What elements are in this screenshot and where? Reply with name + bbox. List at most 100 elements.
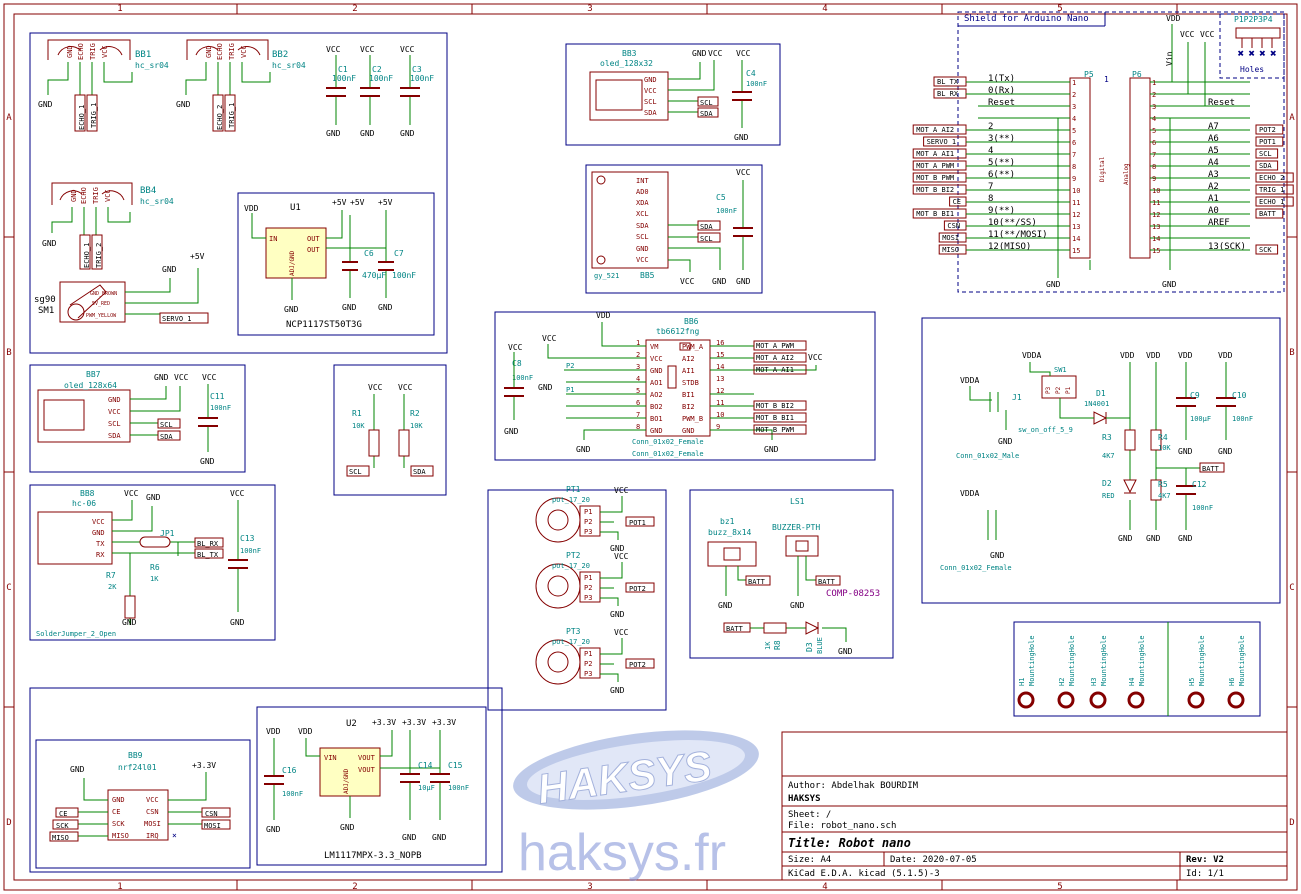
svg-text:oled_128x64: oled_128x64 [64,381,117,390]
svg-text:hc-06: hc-06 [72,499,96,508]
title-block: Author: Abdelhak BOURDIM HAKSYS Sheet: /… [781,731,1288,881]
svg-text:CSN: CSN [146,808,159,816]
svg-text:+5V: +5V [332,198,347,207]
pin-label: 7 [988,182,993,192]
net-label-box [1255,124,1284,135]
svg-text:R1: R1 [352,409,362,418]
pin-number: 13 [1152,223,1160,231]
net-label: BATT [818,578,836,586]
net-label: MOT_B_BI2 [756,402,794,410]
col-label: 5 [1057,4,1062,14]
svg-text:GND: GND [764,445,779,454]
wire [614,562,623,579]
net-label: MOT_B_BI1 [916,210,954,218]
pin-number: 2 [636,351,640,359]
svg-text:R7: R7 [106,571,116,580]
svg-text:VDD: VDD [298,727,313,736]
svg-text:VDD: VDD [1120,351,1135,360]
row-label: B [6,348,11,358]
col-label: 3 [587,4,592,14]
rev: Rev: V2 [1186,855,1224,865]
pin-label: P1 [584,650,592,658]
net-label: SDA [160,433,173,441]
hole-value: MountingHole [1198,635,1206,686]
svg-text:+5V: +5V [350,198,365,207]
pin-number: 13 [1072,223,1080,231]
svg-text:TRIG: TRIG [89,43,97,60]
net-label: POT2 [629,661,646,669]
ref-label: PT2 [566,551,581,560]
net-label: MOT_A_AI2 [916,126,954,134]
svg-text:GND: GND [790,601,805,610]
svg-text:VOUT: VOUT [358,766,376,774]
regulator-u2: U2 VIN VOUT VOUT ADJ/GND VDD VDD +3.3V +… [264,718,469,861]
svg-text:VCC: VCC [360,45,375,54]
col-label: 2 [352,4,357,14]
svg-text:C1: C1 [338,65,348,74]
value-label: SM1 [38,306,54,316]
pin-number: 11 [1072,199,1080,207]
svg-text:SolderJumper_2_Open: SolderJumper_2_Open [36,630,116,638]
net-label: SCK [1259,246,1272,254]
svg-text:100nF: 100nF [716,207,737,215]
svg-text:4K7: 4K7 [1102,452,1115,460]
net-label: MOSI [204,822,221,830]
svg-text:GND: GND [342,303,357,312]
net-label-box [625,582,655,593]
net-label: MOT_A_AI1 [916,150,954,158]
svg-text:C11: C11 [210,392,225,401]
svg-text:D3: D3 [805,642,814,652]
svg-text:+3.3V: +3.3V [432,718,456,727]
pin-number: 1 [1152,79,1156,87]
svg-text:SDA: SDA [108,432,121,440]
svg-text:× × × ×: × × × × [1238,49,1276,59]
decoupling-caps: VCC VCC VCC C1 100nF C2 100nF C3 100nF G… [326,45,434,138]
regulator-5v-block [237,192,435,336]
svg-text:GND: GND [284,305,299,314]
svg-text:100µF: 100µF [1190,415,1211,423]
pin-number: 12 [716,387,724,395]
svg-text:VCC: VCC [146,796,159,804]
pin-label: 12(MISO) [988,242,1031,252]
pin-label: 0(Rx) [988,86,1015,96]
power-block [921,317,1281,604]
svg-text:R8: R8 [773,640,782,650]
net-label: BATT [726,625,744,633]
pin-label: A0 [1208,206,1219,216]
wire [614,496,623,513]
pullup-resistors: VCC VCC R1 10K R2 10K SCL SDA [346,383,434,477]
net-label: TRIG_1 [90,103,98,128]
pin-label: 8 [988,194,993,204]
net-label-box [1255,160,1279,171]
pots-block [487,489,667,711]
wire [614,673,619,682]
pin-label: A7 [1208,122,1219,132]
pin-label: AO2 [650,391,663,399]
svg-text:VCC: VCC [240,45,248,58]
svg-text:Conn_01x02_Male: Conn_01x02_Male [956,452,1019,460]
net-label: MISO [942,246,959,254]
oled-bb7: BB7 oled_128x64 GND VCC SCL SDA GND VCC … [37,370,231,466]
net-label: POT1 [1259,138,1276,146]
pin-number: 8 [636,423,640,431]
pin-label: A2 [1208,182,1219,192]
svg-text:100nF: 100nF [282,790,303,798]
hole-ref: H4 [1128,678,1136,686]
motor-driver-bb6: BB6 tb6612fng VDD VCC VCC VCC C8 100nF P… [504,311,823,458]
col-label: 1 [117,882,122,892]
net-label: MOT_A_AI1 [756,366,794,374]
pin-number: 11 [1152,199,1160,207]
svg-text:100nF: 100nF [332,74,356,83]
pin-label: 6(**) [988,170,1015,180]
net-label: ECHO_1 [1259,198,1284,206]
ref-label: BB1 [135,50,151,60]
row-label: D [6,818,11,828]
svg-text:VCC: VCC [508,343,523,352]
svg-text:GND: GND [838,647,853,656]
net-label: SDA [1259,162,1272,170]
net-label: MOT_B_BI1 [756,414,794,422]
pin-number: 8 [1152,163,1156,171]
col-label: 2 [352,882,357,892]
svg-text:Conn_01x02_Female: Conn_01x02_Female [632,450,704,458]
